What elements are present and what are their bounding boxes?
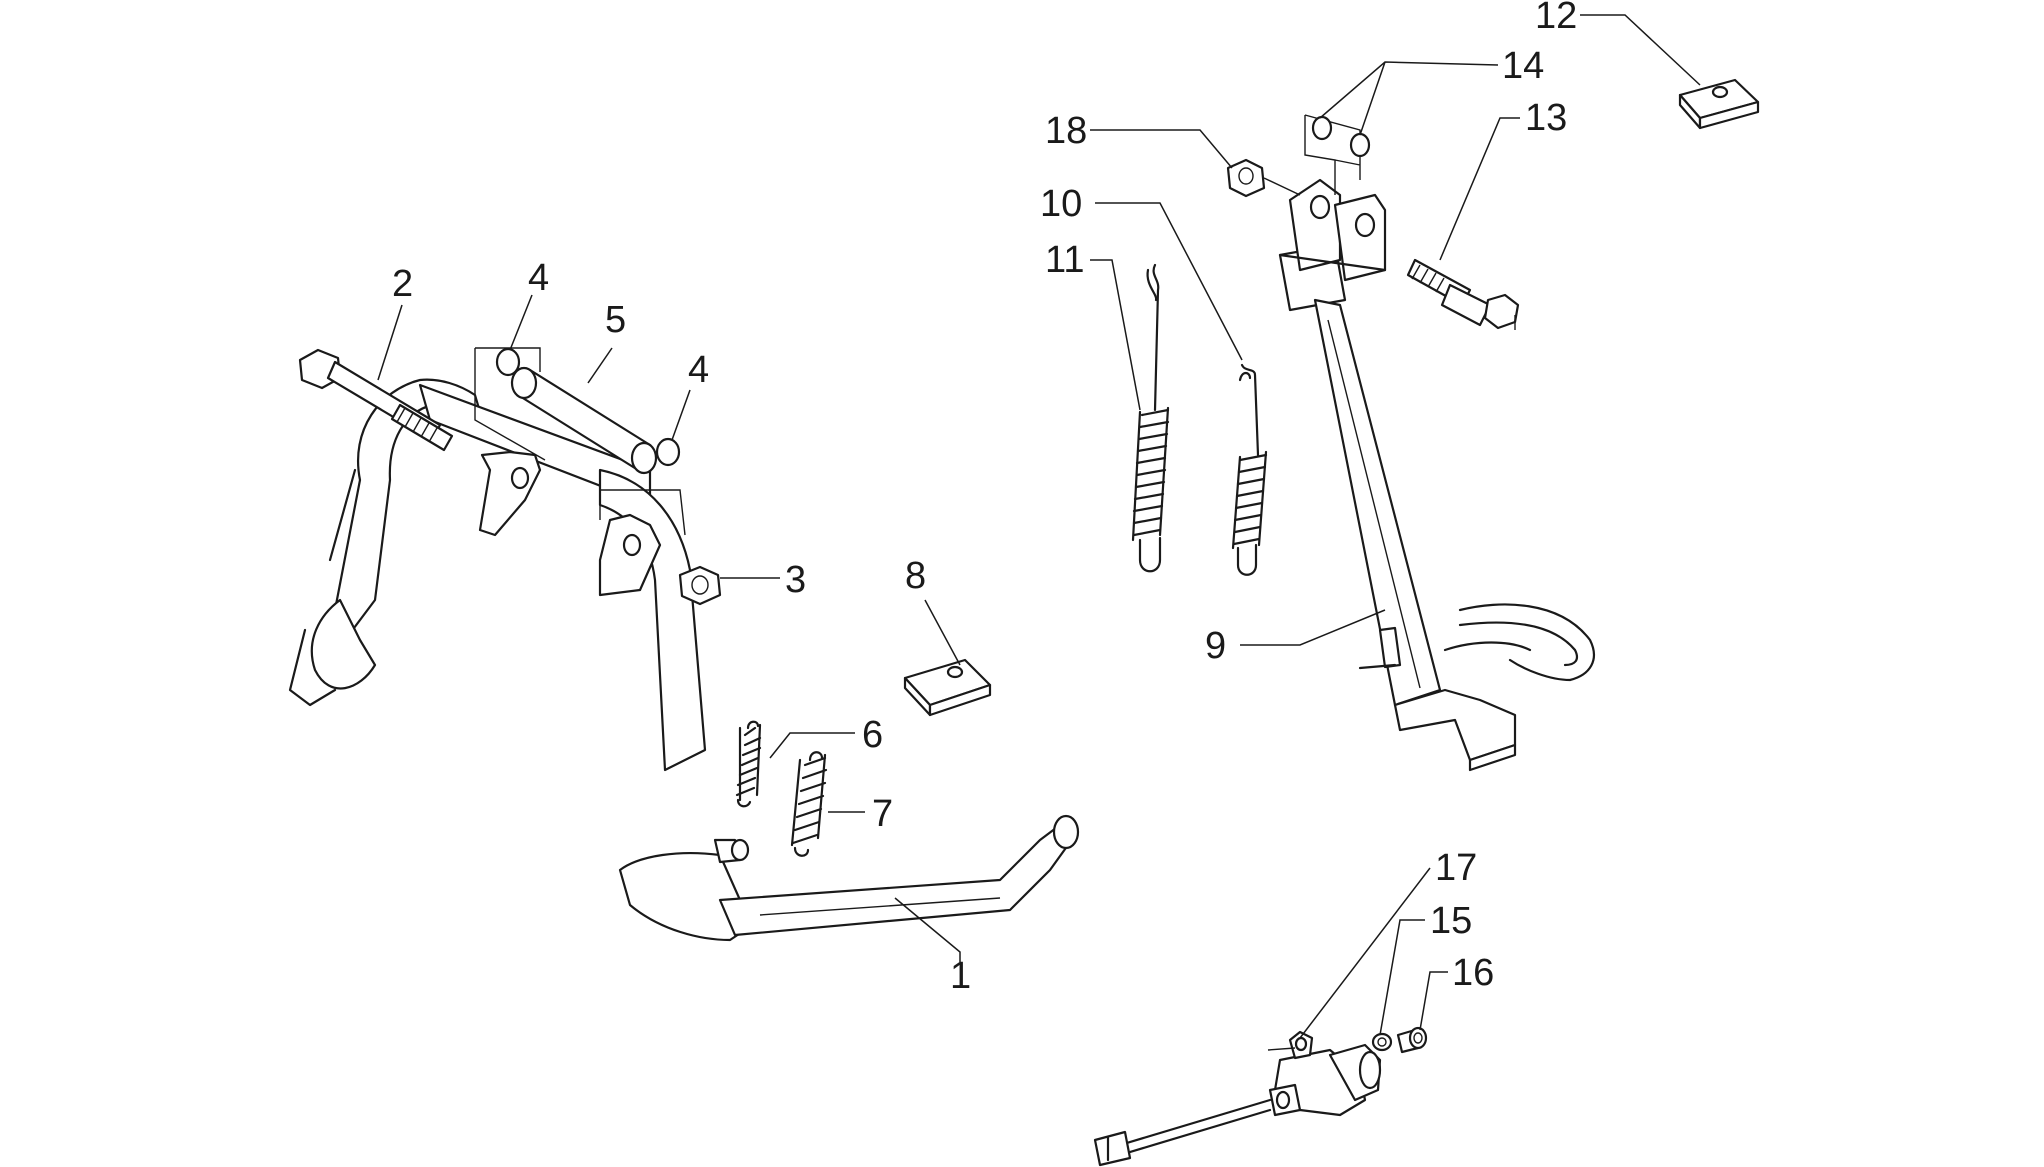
callout-8: 8 xyxy=(905,555,926,597)
bolt xyxy=(298,348,454,452)
callout-12: 12 xyxy=(1535,0,1577,37)
clip-right xyxy=(1678,78,1760,130)
callout-labels: 1 2 3 4 4 5 6 7 8 9 10 11 12 13 14 15 16… xyxy=(392,0,1577,997)
callout-1: 1 xyxy=(950,955,971,997)
callout-10: 10 xyxy=(1040,183,1082,225)
spring-large xyxy=(790,751,828,857)
callout-7: 7 xyxy=(872,793,893,835)
nut xyxy=(678,565,722,606)
spring-long-left xyxy=(1131,263,1170,573)
callout-5: 5 xyxy=(605,299,626,341)
washer-left xyxy=(495,347,521,377)
callout-16: 16 xyxy=(1452,952,1494,994)
switch-screw xyxy=(1396,1026,1428,1054)
spacer-tube xyxy=(510,366,658,475)
callout-6: 6 xyxy=(862,714,883,756)
spring-long-right xyxy=(1231,363,1268,576)
washer-top-right xyxy=(1349,132,1371,158)
callout-18: 18 xyxy=(1045,110,1087,152)
callout-3: 3 xyxy=(785,559,806,601)
side-stand-switch xyxy=(1093,1030,1382,1167)
pivot-bolt xyxy=(1406,258,1520,330)
leader-lines xyxy=(377,14,1701,1039)
center-stand xyxy=(288,378,1080,942)
callout-11: 11 xyxy=(1045,239,1084,281)
callout-4b: 4 xyxy=(688,349,709,391)
callout-15: 15 xyxy=(1430,900,1472,942)
washer-top-left xyxy=(1311,115,1333,141)
callout-2: 2 xyxy=(392,263,413,305)
nut-top xyxy=(1226,158,1301,198)
callout-13: 13 xyxy=(1525,97,1567,139)
switch-washer xyxy=(1371,1032,1393,1052)
side-stand xyxy=(1278,178,1596,772)
washer-right xyxy=(655,437,681,467)
callout-14: 14 xyxy=(1502,45,1544,87)
clip-left xyxy=(903,658,992,717)
callout-4a: 4 xyxy=(528,257,549,299)
spring-small xyxy=(735,720,762,808)
callout-17: 17 xyxy=(1435,847,1477,889)
callout-9: 9 xyxy=(1205,625,1226,667)
